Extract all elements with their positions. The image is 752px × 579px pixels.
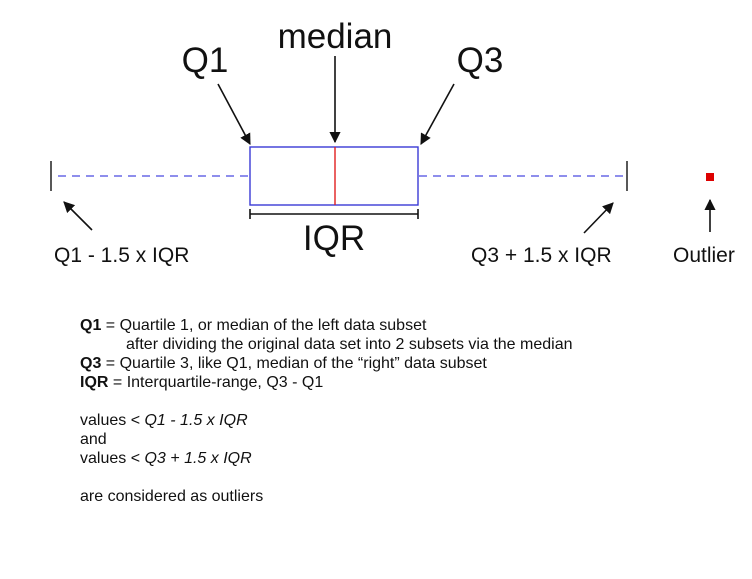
- iqr-box: [249, 146, 419, 206]
- upper-fence-arrow: [583, 202, 614, 234]
- upper-fence-label: Q3 + 1.5 x IQR: [471, 244, 612, 267]
- lower-rule-prefix: values <: [80, 412, 145, 429]
- outlier-label: Outlier: [673, 244, 735, 267]
- q3-definition-text: = Quartile 3, like Q1, median of the “ri…: [101, 355, 487, 372]
- q1-definition-continued: after dividing the original data set int…: [126, 336, 573, 353]
- q3-term: Q3: [80, 355, 102, 372]
- iqr-label: IQR: [303, 219, 365, 258]
- lower-fence-arrow: [63, 201, 93, 231]
- iqr-definition: IQR = Interquartile-range, Q3 - Q1: [80, 373, 573, 392]
- q1-definition-text: = Quartile 1, or median of the left data…: [101, 317, 427, 334]
- q3-definition: Q3 = Quartile 3, like Q1, median of the …: [80, 354, 573, 373]
- boxplot-diagram: Q1 median Q3 IQR Q1 - 1.5 x IQR Q3 + 1.5…: [50, 17, 735, 267]
- outlier-conclusion: are considered as outliers: [80, 488, 264, 505]
- lower-rule-expression: Q1 - 1.5 x IQR: [144, 412, 248, 429]
- median-label: median: [278, 17, 393, 56]
- q1-term: Q1: [80, 317, 102, 334]
- q3-arrow: [420, 83, 455, 145]
- lower-outlier-rule: values < Q1 - 1.5 x IQR: [80, 411, 573, 430]
- and-text: and: [80, 431, 107, 448]
- q1-arrow: [217, 83, 251, 145]
- upper-outlier-rule: values < Q3 + 1.5 x IQR: [80, 449, 573, 468]
- lower-fence-label: Q1 - 1.5 x IQR: [54, 244, 189, 267]
- outlier-point: [706, 173, 714, 181]
- iqr-term: IQR: [80, 374, 109, 391]
- definitions-legend: Q1 = Quartile 1, or median of the left d…: [80, 316, 573, 506]
- q1-label: Q1: [182, 41, 229, 80]
- iqr-definition-text: = Interquartile-range, Q3 - Q1: [108, 374, 324, 391]
- q3-label: Q3: [457, 41, 504, 80]
- upper-rule-expression: Q3 + 1.5 x IQR: [144, 450, 252, 467]
- upper-rule-prefix: values <: [80, 450, 145, 467]
- q1-definition: Q1 = Quartile 1, or median of the left d…: [80, 316, 573, 335]
